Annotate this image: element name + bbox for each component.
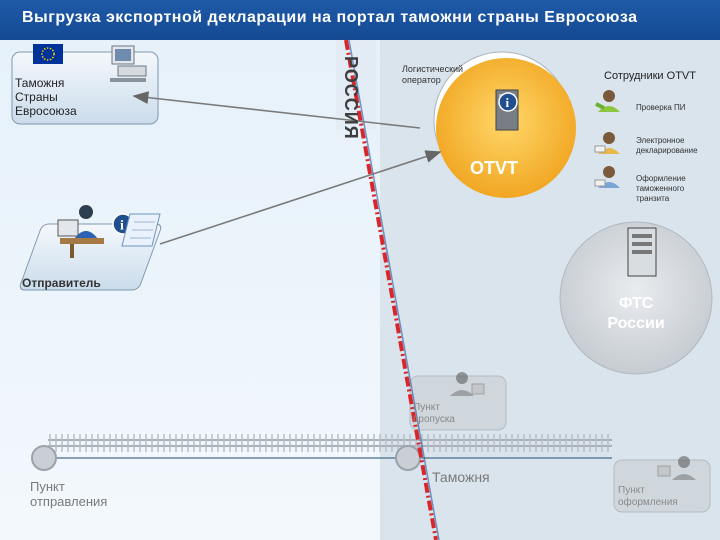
clearance-point-label: Пункт оформления [618,485,678,509]
staff-item-label: Оформление [636,174,686,183]
checkpoint-label-line: Пункт [413,402,440,413]
eu-customs-label-line: Страны [15,90,58,104]
border-line [344,39,438,540]
checkpoint-label-line: пропуска [413,414,455,425]
customs-label: Таможня [432,469,490,485]
page-title: Выгрузка экспортной декларации на портал… [22,9,638,26]
sender-label: Отправитель [22,276,101,290]
eu-customs-label-line: Таможня [15,76,65,90]
customs-node [395,445,421,471]
staff-item: Электронное декларирование [636,136,698,156]
arrow-to-eu-customs [132,91,421,129]
dispatch-point-label: Пункт отправления [30,479,107,509]
fts-circle [559,221,713,375]
checkpoint-label: Пункт пропуска [413,402,455,426]
eu-customs-label: Таможня Страны Евросоюза [15,76,77,118]
server-icon [627,227,657,277]
svg-text:i: i [506,95,510,110]
fts-label: ФТС России [596,294,676,334]
otvt-label: OTVT [470,158,518,178]
operator-icon [594,132,620,154]
person-icon [57,205,104,258]
clearance-box [613,459,711,513]
arrow-to-otvt [159,150,442,245]
russia-label-bar [336,40,376,130]
staff-item-label: таможенного [636,184,685,193]
logistics-operator-label: Логистический оператор [402,64,463,86]
border-label: РОССИЯ [341,56,361,140]
railway-track [48,434,612,452]
logistics-operator-label-line: оператор [402,75,441,85]
staff-item-label: декларирование [636,146,698,155]
operator-icon [594,166,620,188]
staff-item-label: Проверка ПИ [636,103,686,112]
document-icon [121,213,161,247]
eu-customs-label-line: Евросоюза [15,104,77,118]
staff-item-label: транзита [636,194,670,203]
clearance-point-label-line: Пункт [618,485,645,496]
fts-label-line: России [607,315,665,332]
fts-label-line: ФТС [618,295,654,312]
operator-icon [657,456,696,480]
operator-icon [450,372,485,396]
info-icon: i [498,92,518,112]
svg-text:i: i [120,219,124,234]
eu-flag-icon [33,44,63,64]
otvt-staff-title: Сотрудники OTVT [604,70,696,82]
dispatch-point-label-line: Пункт [30,479,65,494]
dispatch-node [31,445,57,471]
clearance-point-label-line: оформления [618,497,678,508]
staff-item-label: Электронное [636,136,685,145]
dispatch-point-label-line: отправления [30,494,108,509]
title-bar: Выгрузка экспортной декларации на портал… [0,0,720,40]
staff-item: Проверка ПИ [636,103,686,113]
staff-item: Оформление таможенного транзита [636,174,686,204]
computer-icon [110,45,147,82]
operator-icon [595,90,620,112]
logistics-operator-label-line: Логистический [402,64,464,74]
